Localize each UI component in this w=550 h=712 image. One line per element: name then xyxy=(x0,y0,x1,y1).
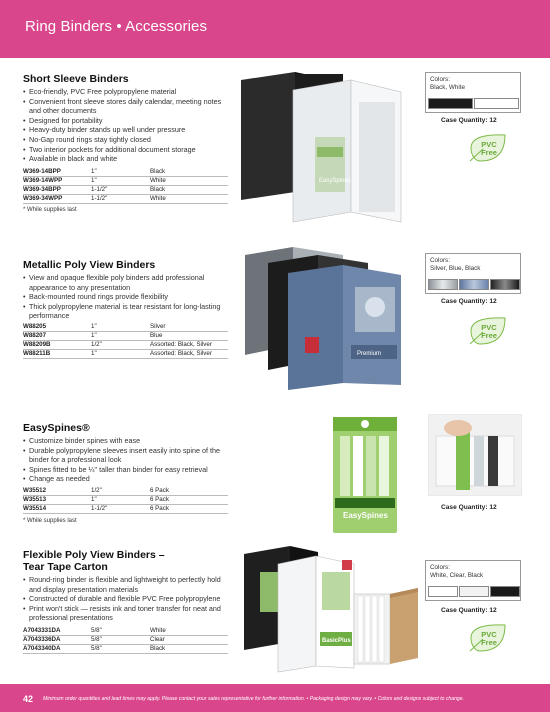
color-swatch-white xyxy=(428,586,458,597)
page-header: Ring Binders • Accessories xyxy=(0,0,550,58)
tear-tape-carton-image xyxy=(353,588,418,665)
case-quantity: Case Quantity: 12 xyxy=(441,298,497,305)
color-swatch-black xyxy=(428,98,473,109)
feature-item: Two interior pockets for additional docu… xyxy=(23,145,228,155)
feature-item: No-Gap round rings stay tightly closed xyxy=(23,135,228,145)
feature-item: Customize binder spines with ease xyxy=(23,436,228,446)
case-quantity: Case Quantity: 12 xyxy=(441,117,497,124)
feature-item: Eco-friendly, PVC Free polypropylene mat… xyxy=(23,87,228,97)
footnote: * While supplies last xyxy=(23,518,77,524)
spine-insert-image xyxy=(428,414,522,496)
product-label-text: Premium xyxy=(357,351,381,357)
svg-text:PVC: PVC xyxy=(481,630,497,639)
svg-text:Free: Free xyxy=(481,638,497,647)
pvc-free-leaf-icon: PVC Free xyxy=(469,624,506,652)
case-quantity: Case Quantity: 12 xyxy=(441,504,497,511)
color-options-box: Colors:Black, White xyxy=(425,72,521,113)
short-sleeve-binders-image: EasySpines xyxy=(241,72,402,223)
color-swatch-black xyxy=(490,279,520,290)
svg-text:Free: Free xyxy=(481,331,497,340)
product-label-text: EasySpines xyxy=(319,178,351,184)
metallic-binders-image: Premium xyxy=(245,247,401,390)
case-quantity: Case Quantity: 12 xyxy=(441,607,497,614)
page-number: 42 xyxy=(23,694,34,704)
color-options-box: Colors:Silver, Blue, Black xyxy=(425,253,521,294)
feature-list: Eco-friendly, PVC Free polypropylene mat… xyxy=(23,87,228,164)
swatch-row xyxy=(428,98,519,109)
color-swatch-clear xyxy=(459,586,489,597)
color-swatch-silver xyxy=(428,279,458,290)
section-title: Metallic Poly View Binders xyxy=(23,259,156,271)
swatch-row xyxy=(428,586,520,597)
color-swatch-white xyxy=(474,98,519,109)
product-label-text: BasicPlus xyxy=(322,638,351,644)
feature-item: Thick polypropylene material is tear res… xyxy=(23,302,228,321)
feature-item: Heavy-duty binder stands up well under p… xyxy=(23,125,228,135)
feature-item: Durable polypropylene sleeves insert eas… xyxy=(23,446,228,465)
section-title: Short Sleeve Binders xyxy=(23,73,129,85)
color-swatch-black xyxy=(490,586,520,597)
section-title: Flexible Poly View Binders –Tear Tape Ca… xyxy=(23,549,165,573)
pvc-free-leaf-icon: PVC Free xyxy=(469,134,506,162)
feature-list: Customize binder spines with ease Durabl… xyxy=(23,436,228,484)
footer-disclaimer: Minimum order quantities and lead times … xyxy=(43,696,464,702)
feature-item: Round-ring binder is flexible and lightw… xyxy=(23,575,228,594)
colors-text: Colors:Silver, Blue, Black xyxy=(430,257,481,272)
color-options-box: Colors:White, Clear, Black xyxy=(425,560,521,601)
section-title: EasySpines® xyxy=(23,422,90,434)
color-swatch-blue xyxy=(459,279,489,290)
pvc-free-leaf-icon: PVC Free xyxy=(469,317,506,345)
feature-item: Designed for portability xyxy=(23,116,228,126)
feature-item: Convenient front sleeve stores daily cal… xyxy=(23,97,228,116)
feature-item: Print won't stick — resists ink and tone… xyxy=(23,604,228,623)
easyspines-package-image: EasySpines xyxy=(333,417,397,533)
feature-item: View and opaque flexible poly binders ad… xyxy=(23,273,228,292)
package-label: EasySpines xyxy=(343,511,388,520)
swatch-row xyxy=(428,279,520,290)
feature-list: View and opaque flexible poly binders ad… xyxy=(23,273,228,321)
footnote: * While supplies last xyxy=(23,207,77,213)
colors-text: Colors:Black, White xyxy=(430,76,465,91)
page-title: Ring Binders • Accessories xyxy=(25,18,208,35)
basicplus-binders-image: BasicPlus xyxy=(244,546,355,673)
svg-text:Free: Free xyxy=(481,148,497,157)
feature-item: Available in black and white xyxy=(23,154,228,164)
feature-item: Change as needed xyxy=(23,474,228,484)
feature-item: Constructed of durable and flexible PVC … xyxy=(23,594,228,604)
feature-item: Back-mounted round rings provide flexibi… xyxy=(23,292,228,302)
page-footer: 42 Minimum order quantities and lead tim… xyxy=(0,684,550,712)
feature-item: Spines fitted to be ¼" taller than binde… xyxy=(23,465,228,475)
svg-text:PVC: PVC xyxy=(481,140,497,149)
svg-text:PVC: PVC xyxy=(481,323,497,332)
colors-text: Colors:White, Clear, Black xyxy=(430,564,484,579)
feature-list: Round-ring binder is flexible and lightw… xyxy=(23,575,228,623)
